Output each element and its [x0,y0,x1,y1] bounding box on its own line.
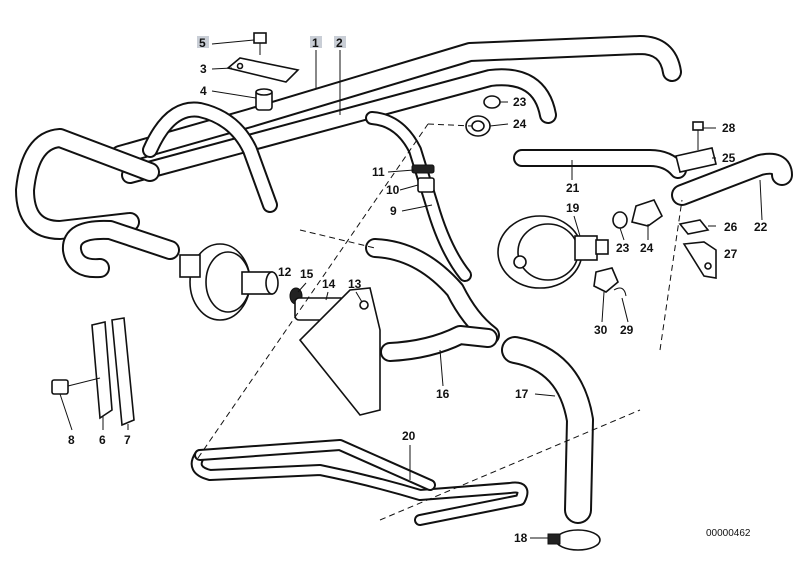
bolt-part-28 [692,121,704,150]
nut-part-30 [593,267,619,293]
callout-18: 18 [514,531,528,545]
callout-26: 26 [724,220,738,234]
callout-27: 27 [724,247,738,261]
callout-5: 5 [199,36,206,50]
valve-part-12 [179,243,279,321]
callout-24-upper: 24 [513,117,527,131]
callout-5-highlight [197,36,209,48]
ring-part-23-right [612,211,628,229]
assembly-dashed-lines [197,123,683,521]
clip-part-29 [613,287,627,297]
callout-14: 14 [322,277,336,291]
callout-7: 7 [124,433,131,447]
callout-2: 2 [336,36,343,50]
sleeve-part-4 [255,88,273,111]
callout-12: 12 [278,265,292,279]
diagram-reference-number: 00000462 [706,528,751,539]
leader-lines [59,39,763,539]
clamp-part-18 [547,529,601,551]
callout-28: 28 [722,121,736,135]
washer-part-26 [678,219,710,235]
callout-19: 19 [566,201,580,215]
bracket-part-27 [682,241,717,279]
callout-6: 6 [99,433,106,447]
nut-part-24-right [631,199,664,227]
bolt-part-8 [51,377,101,395]
callout-11: 11 [372,165,385,179]
clamp-part-11 [411,164,435,174]
callout-23-upper: 23 [513,95,527,109]
callout-1: 1 [312,36,319,50]
callout-25: 25 [722,151,736,165]
callout-30: 30 [594,323,608,337]
callout-10: 10 [386,183,400,197]
clip-part-7 [111,317,135,427]
callout-24-right: 24 [640,241,654,255]
clip-part-6 [91,321,113,420]
callout-9: 9 [390,204,397,218]
callout-21: 21 [566,181,580,195]
callout-20: 20 [402,429,416,443]
callout-3: 3 [200,62,207,76]
bolt-part-5 [253,32,267,55]
callout-4: 4 [200,84,207,98]
callout-labels: 1 2 3 4 5 6 7 8 9 10 11 12 13 14 15 16 1… [68,36,768,545]
callout-1-highlight [310,36,322,48]
callout-8: 8 [68,433,75,447]
callout-2-highlight [334,36,346,48]
component-part-19 [497,215,609,289]
hose-group [15,35,793,526]
ring-part-23-upper [483,95,501,109]
bracket-plate-part-3 [226,57,300,83]
component-group [51,32,717,551]
callout-22: 22 [754,220,768,234]
callout-13: 13 [348,277,362,291]
bracket-part-13 [298,287,381,416]
fitting-part-10 [417,177,435,193]
callout-15: 15 [300,267,314,281]
callout-29: 29 [620,323,634,337]
clamp-part-25 [675,147,717,173]
callout-16: 16 [436,387,450,401]
callout-17: 17 [515,387,529,401]
callout-23-right: 23 [616,241,630,255]
